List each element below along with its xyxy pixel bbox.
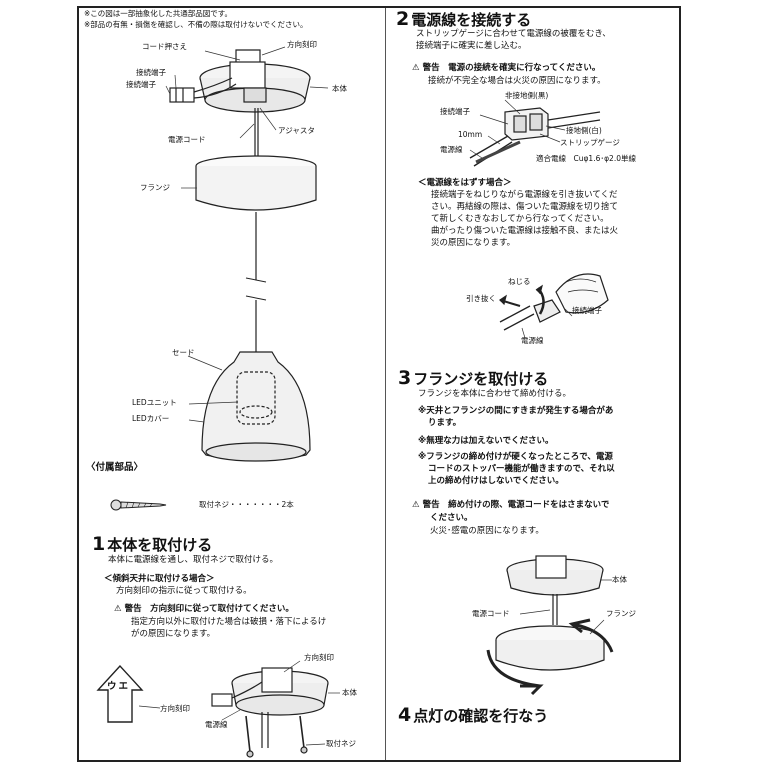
step2-number: 2	[396, 8, 410, 30]
label-strip-gauge: ストリップゲージ	[560, 138, 620, 147]
label-twist: ねじる	[508, 277, 531, 286]
label-wire: 電源線	[440, 145, 463, 154]
warning-triangle-icon: ⚠	[412, 500, 420, 510]
label-led-unit: LEDユニット	[132, 398, 177, 407]
column-divider	[385, 8, 386, 760]
step2-removal-line-4: 曲がったり傷ついた電源線は接触不良、または火	[431, 226, 619, 236]
label-10mm: 10mm	[458, 130, 483, 139]
label-cord-holder: コード押さえ	[142, 42, 187, 51]
step1-sub-desc: 方向刻印の指示に従って取付ける。	[116, 586, 252, 596]
label-terminal-2: 接続端子	[126, 80, 156, 89]
note-line-1: ※この図は一部抽象化した共通部品図です。	[84, 9, 233, 18]
step3-desc: フランジを本体に合わせて締め付ける。	[418, 389, 572, 399]
step2-removal-title: ＜電源線をはずす場合＞	[418, 178, 512, 188]
step1-warning-line-2: がの原因になります。	[131, 629, 216, 639]
step1-label-direction-mark: 方向刻印	[160, 704, 190, 713]
step1-label-body: 本体	[342, 688, 357, 697]
step3-label-power-cord: 電源コード	[472, 609, 510, 618]
step3-warning-line-1: 警告 締め付けの際、電源コードをはさまないで	[422, 500, 610, 510]
label-wire-removal: 電源線	[521, 336, 544, 345]
step1-warning-line-1: 指定方向以外に取付けた場合は破損・落下によるけ	[131, 617, 327, 627]
step3-title: フランジを取付ける	[413, 370, 549, 388]
step2-desc-line-2: 接続端子に確実に差し込む。	[416, 41, 527, 51]
step1-label-screw: 取付ネジ	[326, 739, 356, 748]
step2-removal-line-1: 接続端子をねじりながら電源線を引き抜いてくだ	[431, 190, 618, 200]
step1-number: 1	[92, 533, 106, 555]
step4-number: 4	[398, 704, 412, 726]
step1-label-direction-mark-top: 方向刻印	[304, 653, 334, 662]
step2-removal-line-3: て新しくむきなおしてから行なってください。	[431, 214, 609, 224]
step2-desc-line-1: ストリップゲージに合わせて電源線の被覆をむき、	[416, 29, 611, 39]
label-adjuster: アジャスタ	[278, 126, 315, 135]
step3-note-1-line-1: ※天井とフランジの間にすきまが発生する場合があ	[418, 406, 614, 416]
step4-title: 点灯の確認を行なう	[413, 707, 549, 725]
label-led-cover: LEDカバー	[132, 414, 170, 423]
label-body: 本体	[332, 84, 347, 93]
accessories-item: 取付ネジ・・・・・・・2本	[199, 500, 294, 509]
step2-warning-desc: 接続が不完全な場合は火災の原因になります。	[428, 76, 606, 86]
label-suitable-wire: 適合電線 Cuφ1.6･φ2.0単線	[536, 154, 636, 163]
label-terminal-1: 接続端子	[136, 68, 166, 77]
label-pull: 引き抜く	[466, 294, 496, 303]
label-shade: セード	[172, 348, 195, 357]
step1-sub-title: ＜傾斜天井に取付ける場合＞	[104, 574, 215, 584]
step3-note-3-line-2: コードのストッパー機能が働きますので、それ以	[428, 464, 615, 474]
step2-removal-line-5: 災の原因になります。	[431, 238, 516, 248]
label-flange: フランジ	[140, 183, 170, 192]
label-power-cord: 電源コード	[168, 135, 206, 144]
step3-warning-line-2: ください。	[430, 513, 473, 523]
step3-number: 3	[398, 367, 412, 389]
step2-warning: ⚠ 警告 電源の接続を確実に行なってください。	[412, 63, 600, 74]
label-ground: 接地側(白)	[566, 126, 602, 135]
page-frame	[77, 6, 681, 762]
step1-warning-text: 警告 方向刻印に従って取付けてください。	[124, 604, 294, 614]
step1-arrow-text: ウエ	[107, 681, 131, 692]
step1-desc: 本体に電源線を通し、取付ネジで取付ける。	[108, 555, 279, 565]
step3-warning: ⚠ 警告 締め付けの際、電源コードをはさまないで	[412, 500, 609, 511]
warning-triangle-icon: ⚠	[114, 604, 122, 614]
step3-note-3-line-3: 上の締め付けはしないでください。	[428, 476, 564, 486]
step3-note-2-line-1: ※無理な力は加えないでください。	[418, 436, 554, 446]
label-terminal: 接続端子	[440, 107, 470, 116]
warning-triangle-icon: ⚠	[412, 63, 420, 73]
step2-warning-text: 警告 電源の接続を確実に行なってください。	[422, 63, 601, 73]
step3-note-1-line-2: ります。	[428, 418, 462, 428]
note-line-2: ※部品の有無・損傷を確認し、不備の際は取付けないでください。	[84, 20, 308, 29]
step3-warning-desc: 火災･感電の原因になります。	[430, 526, 544, 536]
label-direction-mark: 方向刻印	[287, 40, 317, 49]
step1-title: 本体を取付ける	[107, 536, 213, 554]
label-terminal-removal: 接続端子	[572, 306, 602, 315]
step2-title: 電源線を接続する	[411, 11, 532, 29]
step3-label-flange: フランジ	[606, 609, 636, 618]
accessories-title: 〈付属部品〉	[86, 462, 144, 473]
label-non-ground: 非接地側(黒)	[505, 91, 549, 100]
step1-warning: ⚠ 警告 方向刻印に従って取付けてください。	[114, 604, 294, 615]
step3-label-body: 本体	[612, 575, 627, 584]
step1-label-power-wire: 電源線	[205, 720, 228, 729]
step2-removal-line-2: さい。再結線の際は、傷ついた電源線を切り捨て	[431, 202, 619, 212]
step3-note-3-line-1: ※フランジの締め付けが硬くなったところで、電源	[418, 452, 613, 462]
